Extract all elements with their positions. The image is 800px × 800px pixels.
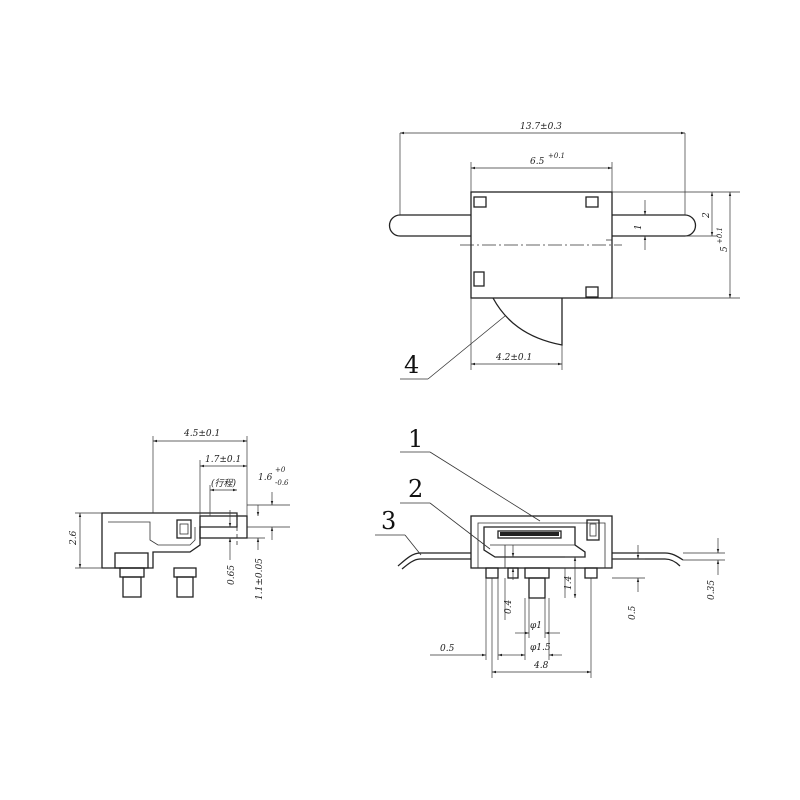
front-window (586, 519, 600, 541)
dim-width-2: 2 (702, 212, 712, 219)
actuator-lever (492, 297, 563, 346)
front-foot-left (485, 567, 499, 579)
front-view: 4.8 0.5 φ1.5 φ1 0.4 1.4 0.5 (375, 425, 725, 678)
callout-2: 2 (408, 475, 423, 503)
front-inner-frame (477, 522, 606, 568)
front-actuator-top (497, 530, 562, 539)
dim-side-1-6-tol-plus: +0 (275, 466, 286, 474)
dim-front-0-35: 0.35 (707, 580, 717, 600)
top-view: 13.7±0.3 6.5 +0.1 2 5 +0.1 1 4.2±0.1 4 (388, 122, 740, 380)
dim-side-4-5: 4.5±0.1 (183, 429, 220, 439)
dim-side-0-65: 0.65 (227, 565, 237, 585)
callout-3: 3 (381, 507, 396, 535)
tab-bottom-right (585, 286, 599, 298)
dim-front-0-5-left: 0.5 (440, 644, 455, 654)
tab-top-left (473, 196, 487, 208)
dim-side-1-7: 1.7±0.1 (205, 455, 241, 465)
dim-side-2-6: 2.6 (69, 530, 79, 546)
side-view: 4.5±0.1 1.7±0.1 (行程) 1.6 +0 -0.6 2.6 0.6… (69, 429, 290, 600)
dim-body-length-tol: +0.1 (548, 152, 565, 160)
dim-side-1-6: 1.6 (258, 473, 273, 483)
dim-front-1-4: 1.4 (564, 575, 574, 590)
dim-lever-4-2: 4.2±0.1 (495, 353, 532, 363)
dim-front-4-8: 4.8 (533, 661, 549, 671)
tab-top-right (585, 196, 599, 208)
tab-left-side (473, 271, 485, 287)
dim-width-5-tol: +0.1 (716, 227, 724, 244)
dim-front-phi-1: φ1 (530, 621, 542, 631)
front-post (528, 577, 546, 599)
stroke-label: (行程) (211, 478, 237, 489)
dim-width-5: 5 (720, 246, 730, 252)
dim-actuator-1: 1 (634, 224, 644, 230)
dim-side-1-1: 1.1±0.05 (255, 558, 265, 600)
front-post-base (524, 567, 550, 579)
dim-front-0-5-right: 0.5 (628, 605, 638, 620)
side-view-body (101, 512, 238, 569)
callout-4: 4 (404, 351, 419, 379)
front-foot-right (584, 567, 598, 579)
right-pin-end (684, 214, 697, 237)
front-slide (483, 526, 586, 558)
dim-front-phi-1-5: φ1.5 (530, 643, 551, 653)
left-pin-end (388, 214, 401, 237)
side-bottom-block (114, 552, 149, 569)
dim-front-0-4: 0.4 (504, 599, 514, 614)
callout-1: 1 (408, 425, 423, 453)
dim-body-length: 6.5 (530, 157, 545, 167)
dim-overall-length: 13.7±0.3 (520, 122, 562, 132)
side-leg (176, 576, 194, 598)
side-internal-profile (108, 521, 196, 546)
front-left-lead (397, 552, 471, 567)
dim-side-1-6-tol-minus: -0.6 (275, 479, 289, 487)
side-window (176, 519, 192, 539)
front-right-lead (612, 552, 684, 561)
